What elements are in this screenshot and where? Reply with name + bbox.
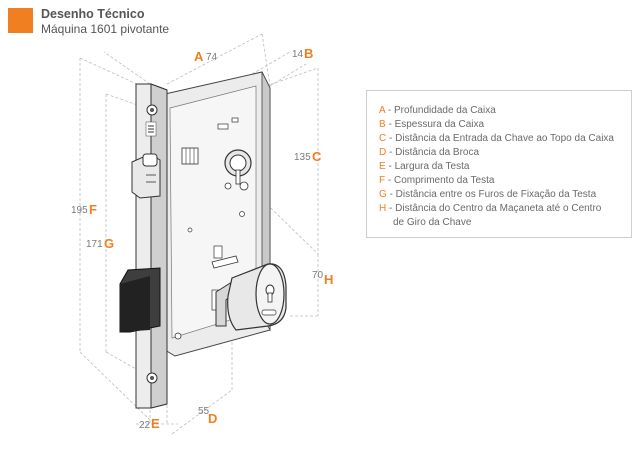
legend-item: D - Distância da Broca xyxy=(379,147,480,158)
svg-text:A: A xyxy=(194,49,204,64)
legend-item: H - Distância do Centro da Maçaneta até … xyxy=(379,203,602,214)
legend-box: A - Profundidade da Caixa B - Espessura … xyxy=(366,90,632,238)
svg-text:22: 22 xyxy=(139,420,151,431)
legend-item: G - Distância entre os Furos de Fixação … xyxy=(379,189,597,200)
svg-text:D: D xyxy=(208,411,217,426)
svg-text:C: C xyxy=(312,149,322,164)
svg-text:171: 171 xyxy=(86,239,103,250)
header: Desenho Técnico Máquina 1601 pivotante xyxy=(8,7,308,40)
svg-text:H: H xyxy=(324,272,333,287)
svg-text:G: G xyxy=(104,236,114,251)
faceplate xyxy=(119,83,168,409)
legend-item: A - Profundidade da Caixa xyxy=(379,105,496,116)
svg-text:E: E xyxy=(151,416,160,431)
page-subtitle: Máquina 1601 pivotante xyxy=(41,22,170,36)
svg-text:F: F xyxy=(89,202,97,217)
dim-D: 55D xyxy=(198,406,217,426)
svg-text:74: 74 xyxy=(206,52,218,63)
legend-item: E - Largura da Testa xyxy=(379,161,470,172)
legend-item-continuation: de Giro da Chave xyxy=(393,217,472,228)
dimension-lines xyxy=(79,33,319,435)
key-cylinder xyxy=(215,263,287,331)
legend-item: F - Comprimento da Testa xyxy=(379,175,495,186)
svg-text:B: B xyxy=(304,46,313,61)
legend-item: C - Distância da Entrada da Chave ao Top… xyxy=(379,133,614,144)
svg-text:135: 135 xyxy=(294,152,311,163)
page-title: Desenho Técnico xyxy=(41,7,145,21)
svg-text:14: 14 xyxy=(292,49,304,60)
legend-item: B - Espessura da Caixa xyxy=(379,119,485,130)
svg-text:70: 70 xyxy=(312,270,324,281)
svg-text:195: 195 xyxy=(71,205,88,216)
brand-square xyxy=(8,8,33,33)
svg-text:55: 55 xyxy=(198,406,210,417)
